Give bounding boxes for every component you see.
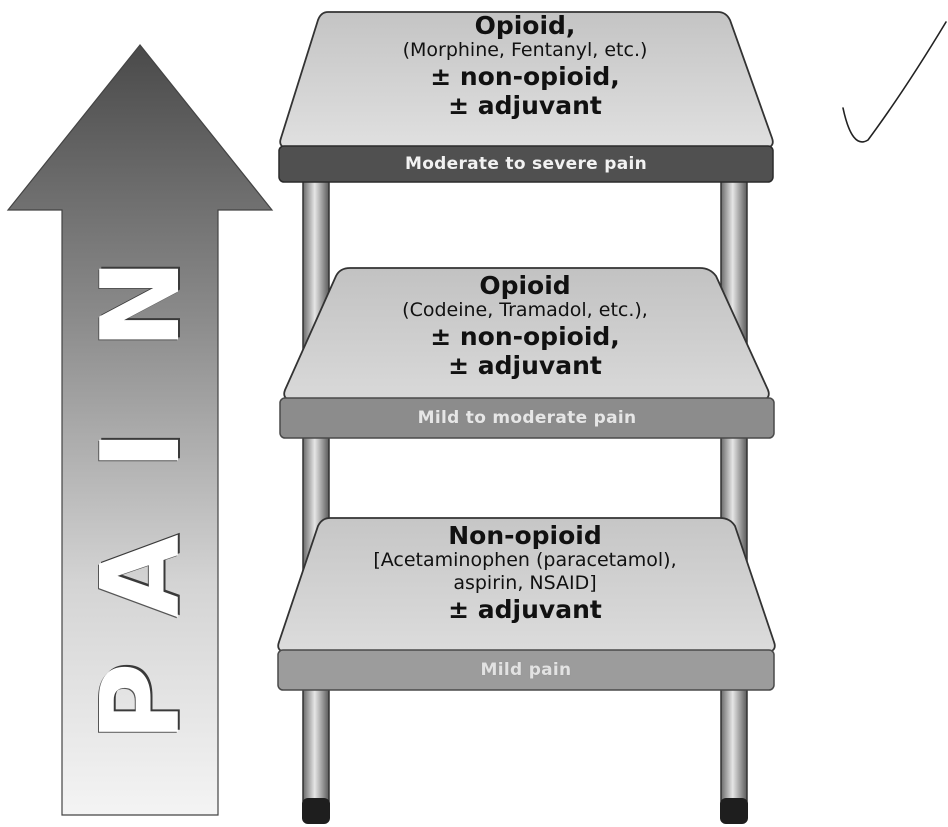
- step-bottom-heading: Non-opioid: [300, 522, 750, 549]
- checkmark-icon: [843, 22, 946, 142]
- pain-label: P A I N: [62, 170, 222, 770]
- right-leg-foot: [720, 798, 748, 824]
- step-middle-band-label: Mild to moderate pain: [280, 408, 774, 428]
- pain-letter-n: N: [88, 224, 196, 384]
- step-middle-addon-2: ± adjuvant: [310, 351, 740, 380]
- step-bottom-examples-2: aspirin, NSAID]: [300, 572, 750, 595]
- step-bottom-text: Non-opioid [Acetaminophen (paracetamol),…: [300, 522, 750, 624]
- left-leg: [303, 150, 329, 820]
- right-leg: [721, 150, 747, 820]
- step-top-addon-2: ± adjuvant: [310, 91, 740, 120]
- step-top-examples: (Morphine, Fentanyl, etc.): [310, 39, 740, 62]
- left-leg-foot: [302, 798, 330, 824]
- step-bottom-addon-1: ± adjuvant: [300, 595, 750, 624]
- step-bottom-examples-1: [Acetaminophen (paracetamol),: [300, 549, 750, 572]
- step-middle-addon-1: ± non-opioid,: [310, 322, 740, 351]
- step-top-text: Opioid, (Morphine, Fentanyl, etc.) ± non…: [310, 12, 740, 120]
- step-middle-examples: (Codeine, Tramadol, etc.),: [310, 299, 740, 322]
- step-top-heading: Opioid,: [310, 12, 740, 39]
- step-bottom-band-label: Mild pain: [278, 660, 774, 680]
- pain-letter-i: I: [88, 370, 196, 530]
- step-middle-text: Opioid (Codeine, Tramadol, etc.), ± non-…: [310, 272, 740, 380]
- step-top-addon-1: ± non-opioid,: [310, 62, 740, 91]
- step-middle-heading: Opioid: [310, 272, 740, 299]
- ladder-legs: [302, 150, 748, 824]
- step-top-band-label: Moderate to severe pain: [279, 154, 773, 174]
